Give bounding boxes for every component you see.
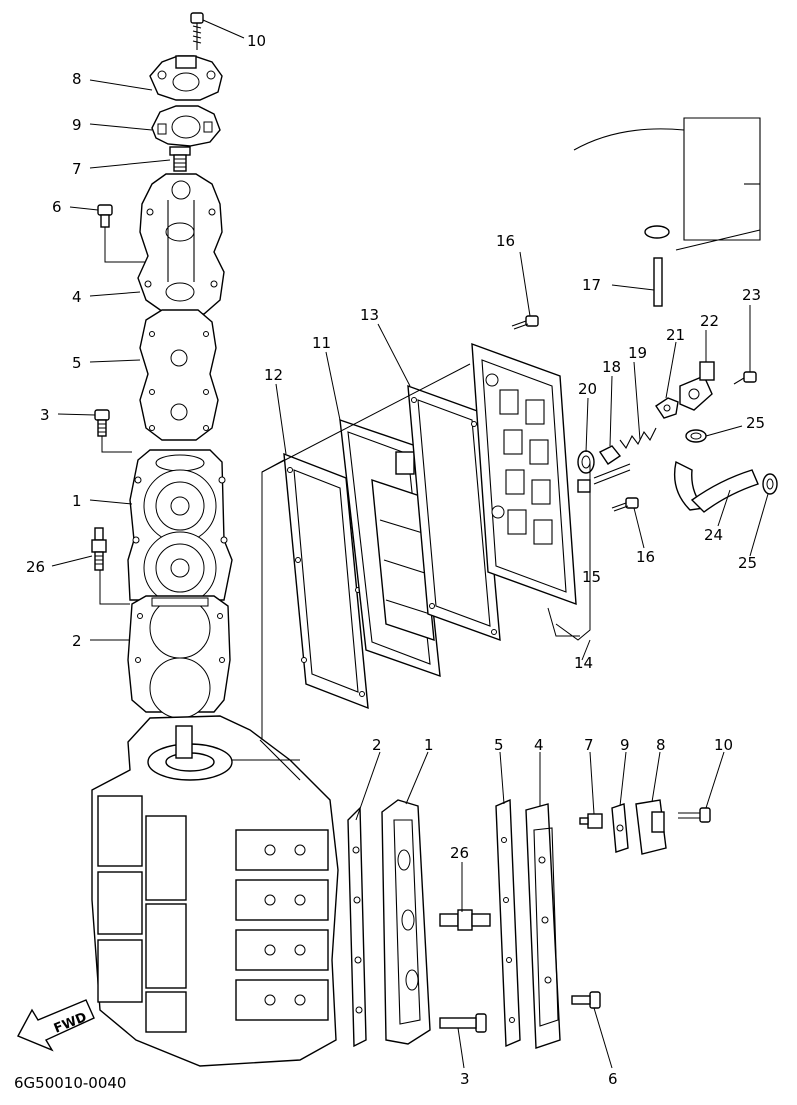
callout-2: 2 — [72, 632, 82, 650]
callout-1-side: 1 — [424, 736, 434, 754]
water-jacket-cover-part-4 — [137, 173, 225, 315]
water-jacket-cover-part-4-side — [525, 803, 561, 1049]
callout-10: 10 — [247, 32, 266, 50]
thermostat-part-7 — [169, 146, 191, 172]
callout-21: 21 — [666, 326, 685, 344]
callout-9: 9 — [72, 116, 82, 134]
callout-25-upper: 25 — [746, 414, 765, 432]
callout-15: 15 — [582, 568, 601, 586]
plunger-part-15 — [577, 479, 591, 493]
callout-22: 22 — [700, 312, 719, 330]
leader-lines — [51, 19, 769, 1069]
callout-25-lower: 25 — [738, 554, 757, 572]
callout-9-side: 9 — [620, 736, 630, 754]
callout-18: 18 — [602, 358, 621, 376]
callout-5: 5 — [72, 354, 82, 372]
callout-2-side: 2 — [372, 736, 382, 754]
plug-part-3-left — [94, 409, 110, 437]
clamp-part-25-lower — [762, 473, 778, 495]
bolt-part-16-lower — [611, 497, 639, 512]
callout-19: 19 — [628, 344, 647, 362]
callout-13: 13 — [360, 306, 379, 324]
gasket-part-9-side — [611, 803, 629, 853]
thermostat-cover-part-8 — [149, 55, 223, 101]
thermostat-part-7-side — [579, 813, 603, 829]
exhaust-outer-cover-part-14 — [471, 342, 577, 606]
head-gasket-part-2 — [127, 595, 231, 719]
bolt-part-6-side — [571, 991, 601, 1009]
gasket-part-5-side — [495, 798, 521, 1048]
callout-3: 3 — [40, 406, 50, 424]
head-gasket-part-2-side — [347, 806, 367, 1048]
callout-7: 7 — [72, 160, 82, 178]
callout-8: 8 — [72, 70, 82, 88]
callout-5-side: 5 — [494, 736, 504, 754]
hose-part-24 — [673, 460, 759, 513]
bolt-part-16-upper — [511, 315, 539, 330]
callout-17: 17 — [582, 276, 601, 294]
thermostat-cover-part-8-side — [635, 799, 667, 855]
gasket-part-5 — [139, 309, 219, 441]
callout-labels: 10 8 9 7 6 4 5 3 1 26 2 16 17 23 22 21 1… — [26, 32, 765, 1088]
bolt-part-10-side — [678, 807, 711, 823]
spring-part-19 — [619, 427, 657, 450]
bolt-part-10-top — [190, 12, 204, 50]
diagram-code: 6G50010-0040 — [14, 1074, 126, 1092]
callout-26: 26 — [26, 558, 45, 576]
gasket-part-21 — [655, 397, 679, 419]
callout-12: 12 — [264, 366, 283, 384]
callout-24: 24 — [704, 526, 723, 544]
valve-housing-part-20 — [577, 450, 595, 474]
tube-part-17 — [644, 225, 670, 307]
exhaust-gasket-part-13 — [407, 384, 501, 642]
callout-26-side: 26 — [450, 844, 469, 862]
callout-6-side: 6 — [608, 1070, 618, 1088]
valve-part-18 — [593, 445, 631, 485]
callout-4: 4 — [72, 288, 82, 306]
callout-11: 11 — [312, 334, 331, 352]
callout-23: 23 — [742, 286, 761, 304]
plug-part-3-side — [439, 1013, 487, 1033]
callout-7-side: 7 — [584, 736, 594, 754]
callout-16-upper: 16 — [496, 232, 515, 250]
callout-8-side: 8 — [656, 736, 666, 754]
callout-16-lower: 16 — [636, 548, 655, 566]
hose-joint-part-22 — [679, 361, 715, 411]
callout-10-side: 10 — [714, 736, 733, 754]
callout-20: 20 — [578, 380, 597, 398]
upper-housing-outline — [573, 117, 761, 251]
callout-1: 1 — [72, 492, 82, 510]
bolt-part-23 — [733, 371, 757, 385]
clamp-part-25-upper — [685, 429, 707, 443]
callout-6: 6 — [52, 198, 62, 216]
callout-4-side: 4 — [534, 736, 544, 754]
bolt-part-6-left — [97, 204, 113, 228]
cylinder-head-part-1 — [127, 449, 233, 605]
gasket-part-9 — [151, 105, 221, 147]
exhaust-inner-cover-part-11 — [339, 418, 441, 678]
callout-3-side: 3 — [460, 1070, 470, 1088]
callout-14: 14 — [574, 654, 593, 672]
fwd-direction-arrow: FWD — [17, 999, 95, 1052]
engine-block — [91, 715, 339, 1067]
spark-plug-part-26-side — [439, 909, 491, 931]
cylinder-head-part-1-side — [381, 799, 431, 1045]
spark-plug-part-26-left — [91, 527, 107, 571]
